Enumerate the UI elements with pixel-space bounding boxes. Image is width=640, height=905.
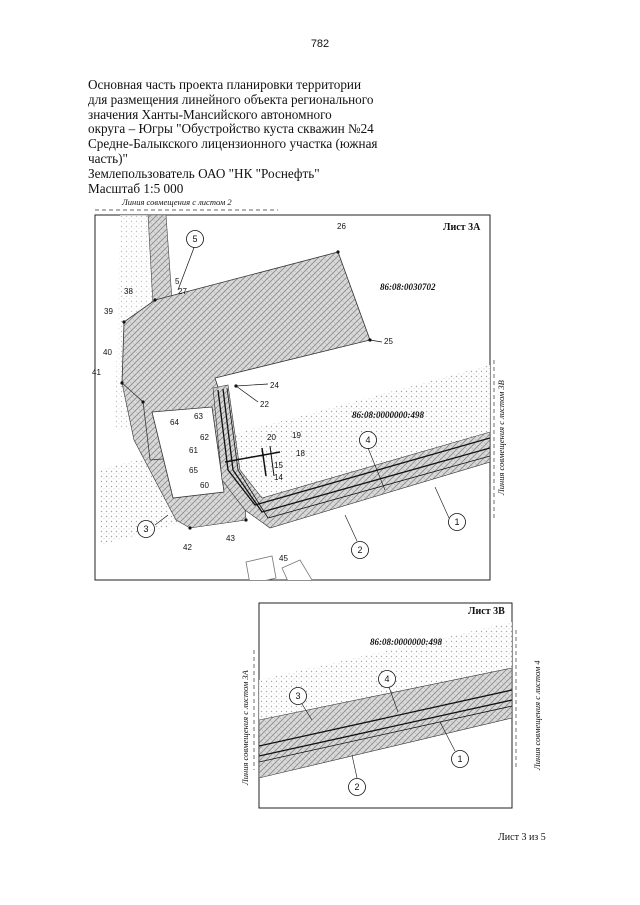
boundary-point xyxy=(122,320,126,324)
header-line: Масштаб 1:5 000 xyxy=(88,180,184,196)
point-label: 24 xyxy=(270,381,279,390)
matching-line-label: Линия совмещения с листом 2 xyxy=(121,197,232,207)
callout-label: 1 xyxy=(457,754,462,764)
header-line: Средне-Балыкского лицензионного участка … xyxy=(88,136,378,152)
sheet-label: Лист 3А xyxy=(443,222,481,233)
sheet-label: Лист 3В xyxy=(468,606,505,617)
header-line: Основная часть проекта планировки террит… xyxy=(88,77,362,92)
point-label: 63 xyxy=(194,412,203,421)
callout-label: 5 xyxy=(192,234,197,244)
callout-label: 2 xyxy=(357,545,362,555)
point-label: 42 xyxy=(183,543,192,552)
header-line: Землепользователь ОАО "НК "Роснефть" xyxy=(88,165,320,181)
boundary-point xyxy=(336,250,340,254)
header-line: значения Ханты-Мансийского автономного xyxy=(88,106,332,122)
inner-area xyxy=(151,406,225,499)
point-label: 38 xyxy=(124,287,133,296)
matching-line-label: Линия совмещения с листом 3В xyxy=(496,380,506,496)
callout-label: 4 xyxy=(365,435,370,445)
point-label: 15 xyxy=(274,461,283,470)
point-label: 60 xyxy=(200,481,209,490)
pipeline-line xyxy=(217,389,490,506)
point-label: 43 xyxy=(226,534,235,543)
crossing-line xyxy=(261,447,267,477)
pipeline-line xyxy=(222,388,490,513)
point-label: 45 xyxy=(279,554,288,563)
callout-label: 2 xyxy=(354,782,359,792)
callout-label: 1 xyxy=(454,517,459,527)
document-header: Основная часть проекта планировки террит… xyxy=(88,77,388,196)
point-label: 65 xyxy=(189,466,198,475)
page-number: 782 xyxy=(310,38,330,50)
point-label: 40 xyxy=(103,348,112,357)
pipeline-corridor xyxy=(259,667,512,779)
callout-label: 3 xyxy=(143,524,148,534)
pipeline-line xyxy=(226,387,490,519)
matching-line-label: Линия совмещения с листом 3А xyxy=(240,669,250,786)
boundary-point xyxy=(153,298,157,302)
callout-label: 3 xyxy=(295,691,300,701)
building xyxy=(281,559,313,580)
point-label: 62 xyxy=(200,433,209,442)
point-label: 61 xyxy=(189,446,198,455)
boundary-point xyxy=(141,400,145,404)
point-label: 14 xyxy=(274,473,283,482)
point-label: 19 xyxy=(292,431,301,440)
point-label: 22 xyxy=(260,400,269,409)
header-line: часть)" xyxy=(88,150,128,166)
point-label: 64 xyxy=(170,418,179,427)
parcel-number: 86:08:0000000:498 xyxy=(370,637,442,647)
callout-label: 4 xyxy=(384,674,389,684)
matching-line-label: Линия совмещения с листом 4 xyxy=(532,660,542,771)
point-label: 18 xyxy=(296,449,305,458)
boundary-point xyxy=(188,526,192,530)
parcel-number: 86:08:0000000:498 xyxy=(352,410,424,420)
point-label: 25 xyxy=(384,337,393,346)
header-line: округа – Югры "Обустройство куста скважи… xyxy=(88,121,374,137)
point-label: 41 xyxy=(92,368,101,377)
point-label: 5 xyxy=(175,277,180,286)
point-label: 26 xyxy=(337,222,346,231)
point-label: 20 xyxy=(267,433,276,442)
parcel-number: 86:08:0030702 xyxy=(380,282,436,292)
crossing-line xyxy=(269,445,275,477)
header-line: для размещения линейного объекта региона… xyxy=(88,91,374,107)
point-label: 27 xyxy=(178,287,187,296)
boundary-point xyxy=(244,518,248,522)
building xyxy=(245,555,277,580)
point-label: 39 xyxy=(104,307,113,316)
boundary-point xyxy=(120,381,124,385)
sheet-footer: Лист 3 из 5 xyxy=(498,832,546,843)
pipeline-corridor xyxy=(212,384,490,529)
